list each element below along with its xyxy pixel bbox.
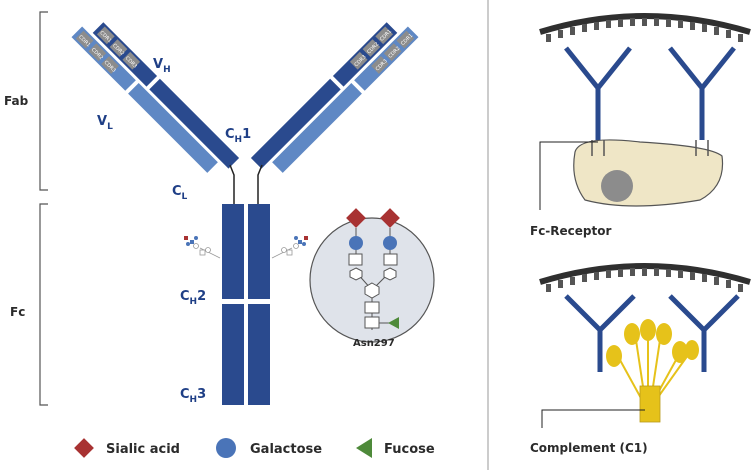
membrane-arc <box>539 13 751 35</box>
fc-receptor-label: Fc-Receptor <box>530 224 611 238</box>
complement-label: Complement (C1) <box>530 441 648 455</box>
vh-label: VH <box>153 57 171 75</box>
cdr2-box <box>362 39 381 57</box>
cdr2-box <box>383 43 402 62</box>
glycan-detail-circle: Asn297 <box>309 208 435 349</box>
legend-galactose-icon <box>216 438 236 458</box>
antibody-mini-left <box>564 46 632 140</box>
cdr3-box <box>371 56 389 74</box>
glcnac-mark <box>364 301 380 314</box>
galactose-mark <box>383 236 397 250</box>
right-fab-arm: CDR1 CDR2 CDR3 CDR1 CDR2 CDR3 <box>250 22 419 173</box>
fc-receptor-pointer <box>539 141 598 210</box>
cdr2-box <box>109 39 128 57</box>
left-heavy-ch1 <box>149 78 240 169</box>
legend-sialic-label: Sialic acid <box>106 442 180 457</box>
fab-label: Fab <box>4 94 29 108</box>
left-light-cl <box>128 83 218 173</box>
cell-nucleus <box>601 170 633 202</box>
antibody-mini-right <box>668 46 736 140</box>
ch3-label: CH3 <box>180 387 206 405</box>
fucose-mark <box>388 317 399 329</box>
vl-label: VL <box>97 114 113 132</box>
glycan-mini-left <box>184 236 221 259</box>
glycan-mini-right <box>271 236 308 259</box>
ch2-label: CH2 <box>180 289 206 307</box>
cdr1-box <box>96 26 115 45</box>
cdr1-box <box>75 30 94 49</box>
asn297-label: Asn297 <box>353 338 395 349</box>
membrane-antigens <box>546 18 743 42</box>
glcnac-mark <box>364 316 380 329</box>
sialic-acid-mark <box>380 208 400 228</box>
complement-panel: Complement (C1) <box>530 263 751 455</box>
c1-complex <box>606 319 699 423</box>
sialic-acid-mark <box>346 208 366 228</box>
left-heavy-ch3 <box>222 304 244 405</box>
galactose-mark <box>349 236 363 250</box>
ch1-label: CH1 <box>225 127 251 145</box>
fc-bracket <box>39 203 48 406</box>
fc-stem <box>222 204 270 405</box>
legend-fucose-icon <box>356 438 372 458</box>
legend-sialic-icon <box>74 438 94 458</box>
cdr2-box <box>88 43 107 62</box>
mannose-mark <box>364 282 380 299</box>
left-heavy-ch2 <box>222 204 244 299</box>
domain-labels: VH VL CH1 CL CH2 CH3 <box>97 57 251 405</box>
antibody-mini-left <box>564 294 636 372</box>
cdr1-box <box>396 30 415 49</box>
antibody-mini-right <box>668 294 740 372</box>
right-light-cl <box>272 83 362 173</box>
cdr3-box <box>101 56 119 74</box>
legend-galactose-label: Galactose <box>250 442 322 457</box>
membrane-arc <box>539 263 751 285</box>
mannose-mark <box>383 267 397 281</box>
right-heavy-ch3 <box>248 304 270 405</box>
legend-fucose-label: Fucose <box>384 442 435 457</box>
fc-label: Fc <box>10 305 25 319</box>
hinge <box>229 164 263 205</box>
fc-receptor-marks <box>591 140 709 156</box>
mannose-mark <box>349 267 363 281</box>
legend: Sialic acid Galactose Fucose <box>74 438 435 458</box>
glcnac-mark <box>348 253 363 266</box>
cdr1-box <box>375 26 394 45</box>
cell-body <box>573 139 724 207</box>
cdr3-box <box>122 51 141 70</box>
cl-label: CL <box>172 184 188 202</box>
right-heavy-ch1 <box>250 78 341 169</box>
complement-pointer <box>541 409 645 428</box>
fab-bracket <box>39 11 48 191</box>
glcnac-mark <box>383 253 398 266</box>
fc-receptor-panel: Fc-Receptor <box>530 13 751 238</box>
membrane-antigens <box>546 268 743 292</box>
cdr3-box <box>349 51 368 70</box>
right-heavy-ch2 <box>248 204 270 299</box>
left-fab-arm: CDR1 CDR2 CDR3 CDR1 CDR2 CDR3 <box>71 22 240 173</box>
